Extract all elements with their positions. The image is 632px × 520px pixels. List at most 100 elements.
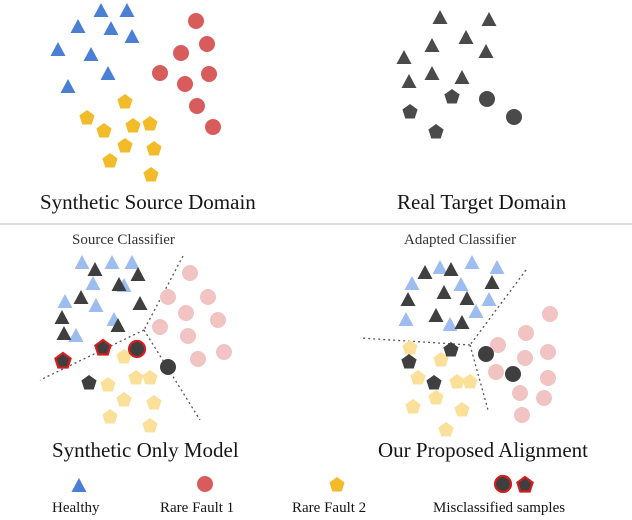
faded-rare-fault-2-cluster [100,349,162,433]
rare-fault-2-marker [142,370,158,385]
healthy-marker [464,255,480,269]
target-sample-marker [479,91,495,107]
target-sample-marker [481,12,497,26]
target-sample-marker [132,296,148,310]
legend-rare-fault-2-icon [329,477,345,492]
faded-healthy-cluster [57,255,140,342]
target-sample-marker [454,70,470,84]
rare-fault-2-marker [146,395,162,410]
rare-fault-2-marker [102,409,118,424]
rare-fault-2-marker [142,418,158,433]
healthy-marker [481,292,497,306]
rare-fault-1-marker [210,312,226,328]
rare-fault-1-marker [518,325,534,341]
rare-fault-1-marker [160,289,176,305]
synthetic-only-panel [39,255,232,433]
healthy-marker [100,66,116,80]
rare-fault-1-marker [180,328,196,344]
target-sample-marker [130,267,146,281]
legend-misclassified-label: Misclassified samples [433,500,566,516]
rare-fault-1-marker [488,364,504,380]
target-sample-marker [458,30,474,44]
rare-fault-2-marker [128,370,144,385]
legend-healthy-icon [71,478,87,492]
rare-fault-1-marker [205,119,221,135]
source-classifier-label: Source Classifier [72,232,175,248]
target-sample-marker [428,308,444,322]
target-sample-marker [424,38,440,52]
rare-fault-1-cluster [152,13,221,135]
target-sample-marker [396,50,412,64]
target-sample-marker [436,285,452,299]
source-domain-caption: Synthetic Source Domain [40,190,256,214]
target-sample-marker [402,104,418,119]
rare-fault-1-marker [514,407,530,423]
rare-fault-2-marker [428,390,444,405]
rare-fault-2-marker [125,118,141,133]
rare-fault-1-marker [182,265,198,281]
healthy-marker [85,276,101,290]
healthy-marker [50,42,66,56]
healthy-marker [404,276,420,290]
rare-fault-2-marker [116,392,132,407]
target-sample-marker [428,124,444,139]
rare-fault-2-marker [96,123,112,138]
decision-boundaries [359,269,527,411]
rare-fault-2-marker [462,374,478,389]
faded-rare-fault-1-cluster [152,265,232,367]
source-domain-panel [50,3,221,182]
legend-misclassified-circle-icon [493,474,513,494]
target-sample-marker [444,89,460,104]
healthy-marker [124,29,140,43]
healthy-marker [432,260,448,274]
rare-fault-2-marker [100,377,116,392]
target-sample-marker [459,291,475,305]
misclassified-marker [127,339,147,359]
target-sample-marker [454,315,470,329]
target-sample-marker [505,366,521,382]
target-sample-marker [443,342,459,357]
rare-fault-2-marker [146,141,162,156]
target-sample-marker [478,44,494,58]
target-sample-marker [160,359,176,375]
healthy-marker [103,21,119,35]
rare-fault-1-marker [517,350,533,366]
rare-fault-1-marker [200,289,216,305]
rare-fault-1-marker [216,344,232,360]
legend-rare-fault-2-label: Rare Fault 2 [292,500,367,516]
rare-fault-1-marker [189,98,205,114]
target-samples-overlay [400,262,521,390]
target-sample-marker [54,310,70,324]
rare-fault-2-marker [143,167,159,182]
misclassified-marker [94,338,112,356]
rare-fault-1-marker [540,370,556,386]
proposed-panel [359,255,558,437]
target-sample-marker [484,275,500,289]
healthy-marker [453,277,469,291]
rare-fault-1-marker [173,45,189,61]
healthy-marker [119,3,135,17]
target-sample-marker [478,346,494,362]
misclassified-samples [54,338,147,369]
rare-fault-1-marker [178,305,194,321]
target-sample-marker [56,326,72,340]
healthy-marker [93,3,109,17]
proposed-caption: Our Proposed Alignment [378,438,588,462]
rare-fault-2-marker [454,402,470,417]
rare-fault-2-marker [402,340,418,355]
legend-misclassified-pentagon-icon [516,475,534,493]
rare-fault-1-marker [152,319,168,335]
healthy-marker [74,255,90,269]
healthy-marker [60,79,76,93]
healthy-marker [104,255,120,269]
rare-fault-1-marker [152,65,168,81]
rare-fault-1-marker [201,66,217,82]
target-sample-marker [401,354,417,369]
rare-fault-1-marker [188,13,204,29]
target-sample-marker [81,375,97,390]
target-sample-marker [432,10,448,24]
legend-healthy-label: Healthy [52,500,100,516]
target-sample-marker [424,66,440,80]
healthy-marker [489,260,505,274]
healthy-marker [88,298,104,312]
